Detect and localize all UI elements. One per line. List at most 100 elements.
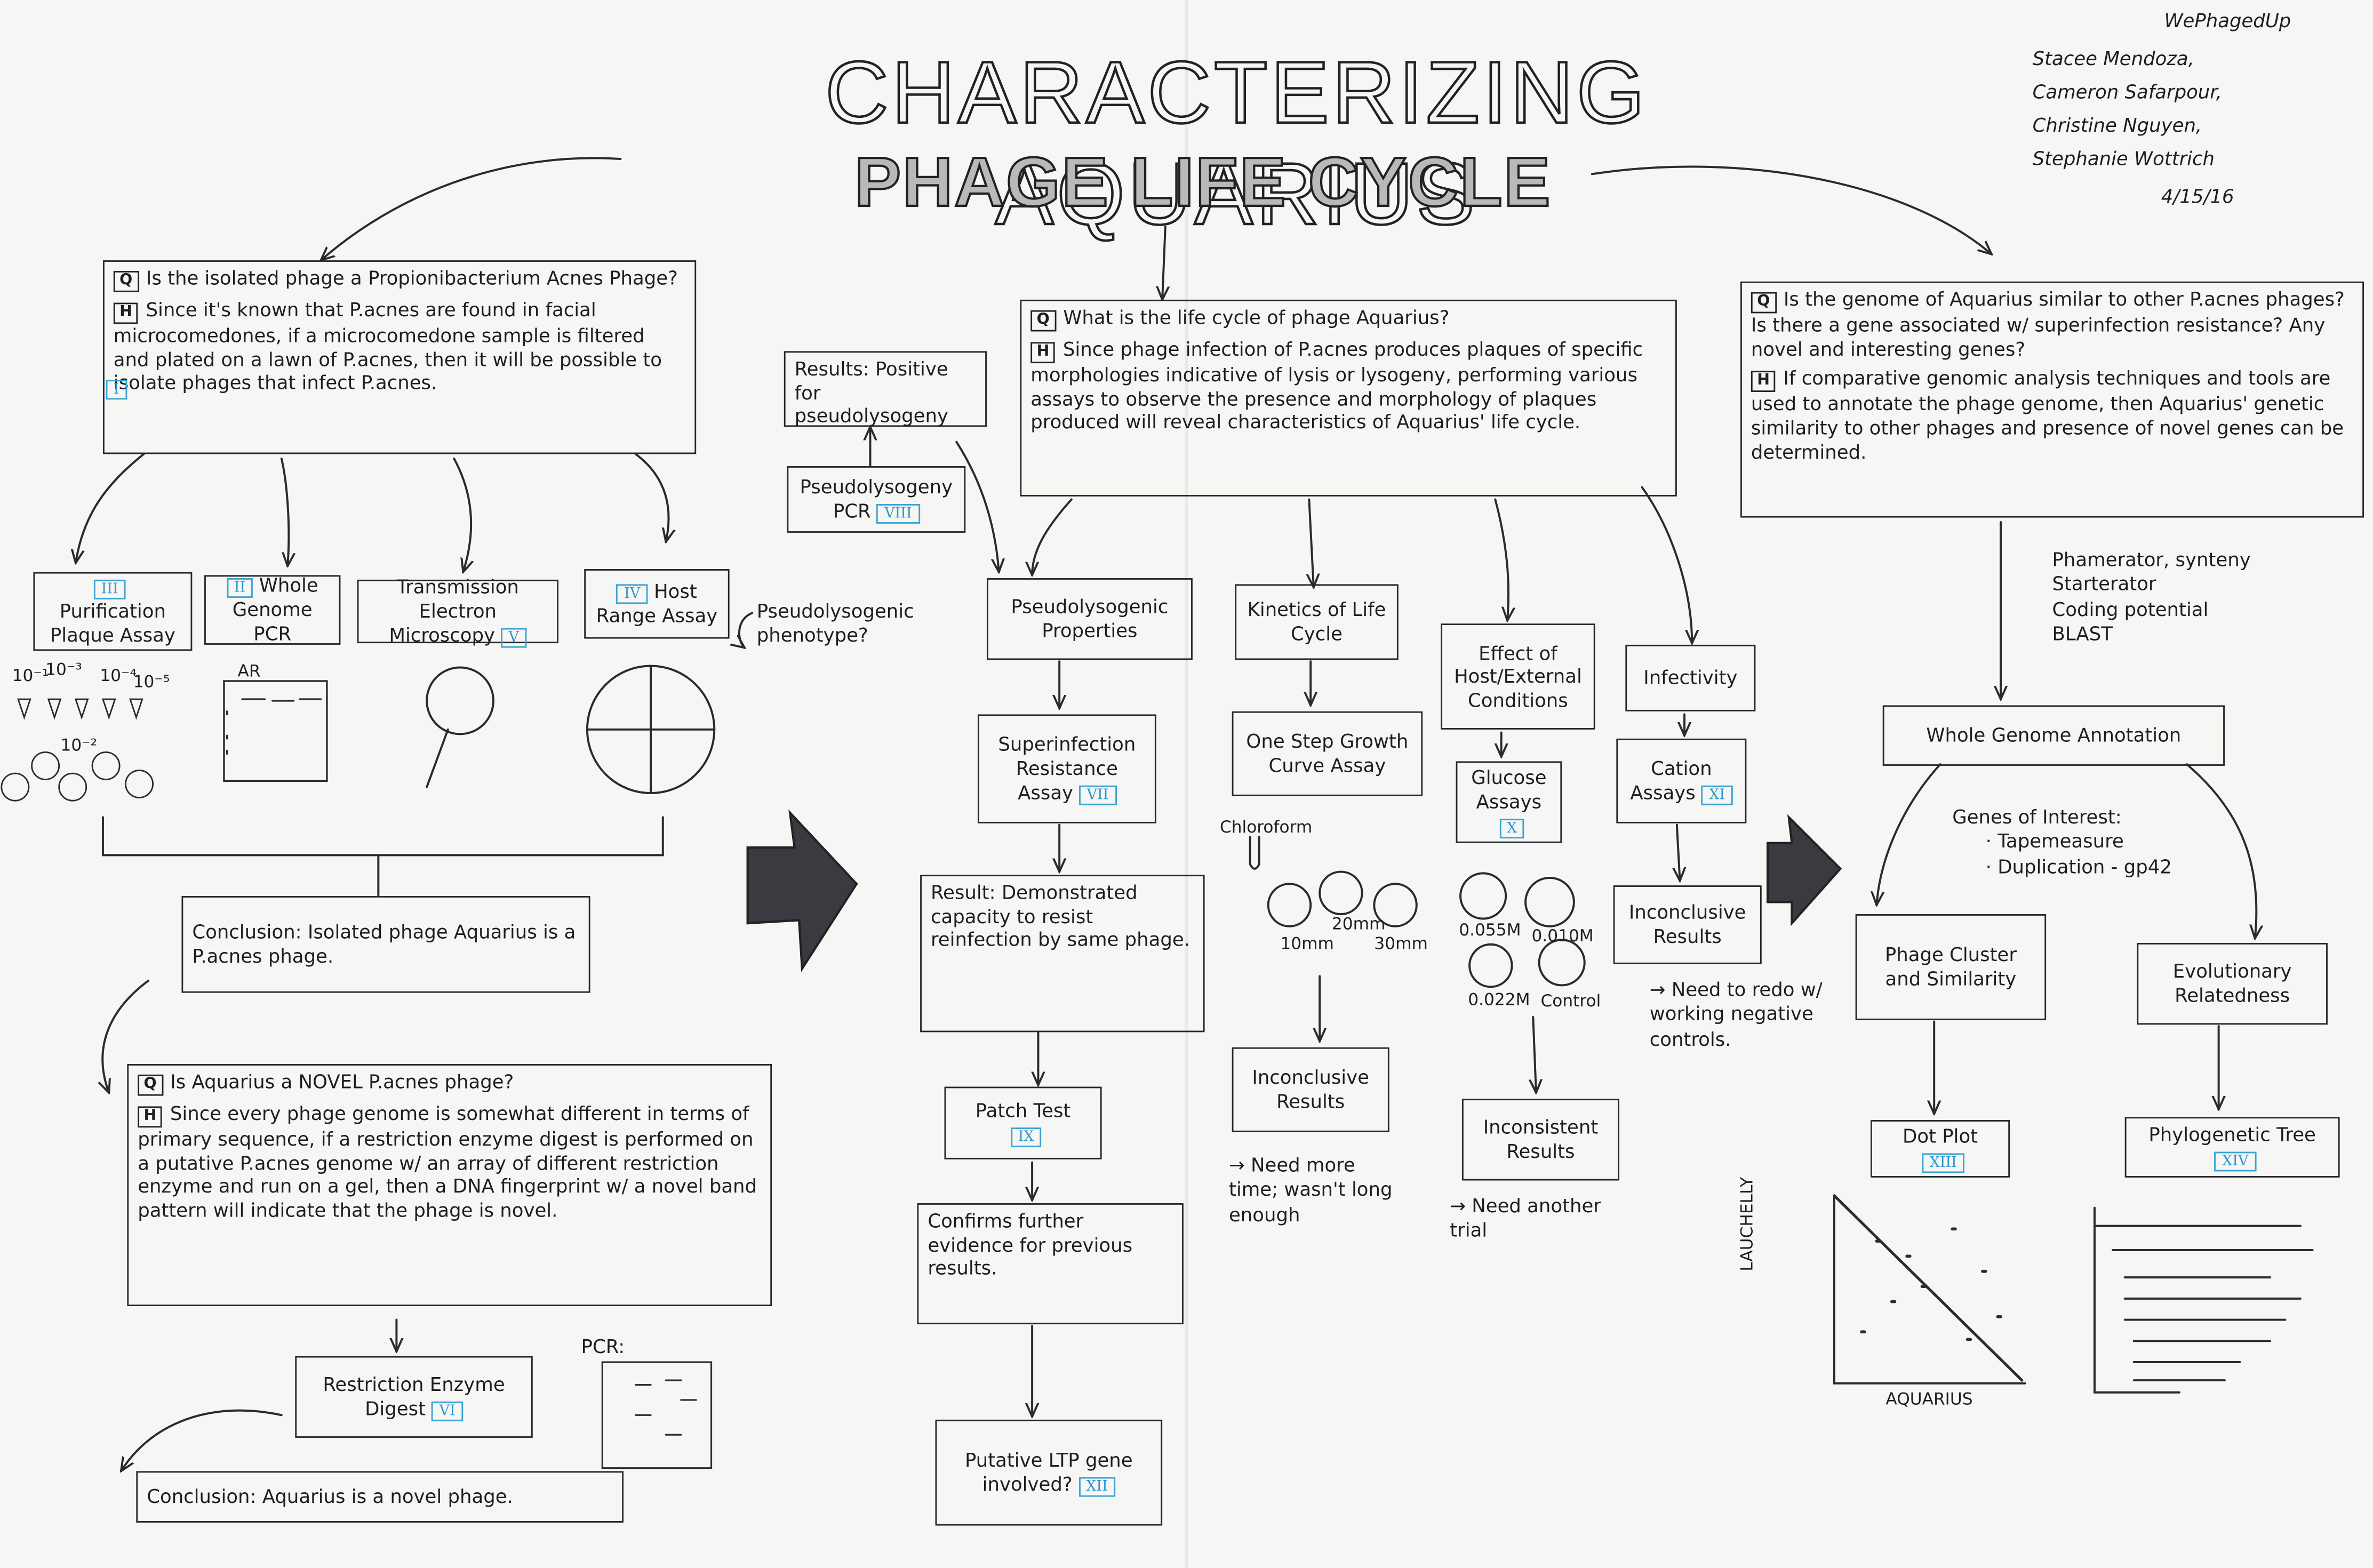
confirms-text: Confirms further evidence for previous r… — [928, 1209, 1133, 1279]
arrow-q3-effect — [1494, 498, 1508, 620]
arrow-q1-pcr — [280, 457, 289, 566]
dot-plot-sketch — [1833, 1194, 2026, 1385]
arrow-q1-purification — [76, 453, 145, 563]
pseudolysogenic-phenotype-note: Pseudolysogenic phenotype? — [756, 599, 914, 647]
big-arrow-left-icon — [746, 809, 858, 972]
arrow-conclusion-q2 — [102, 979, 150, 1093]
title-line2: PHAGE LIFE CYCLE — [853, 141, 1552, 222]
effect-conditions-box: Effect of Host/External Conditions — [1441, 623, 1595, 730]
gel-label: AR — [237, 661, 261, 682]
glucose-label: Glucose Assays — [1471, 766, 1547, 813]
q-marker: Q — [113, 270, 139, 292]
q1-roman-tag: I — [106, 380, 127, 400]
gene-2: · Duplication - gp42 — [1985, 854, 2172, 877]
glucose-conc-2: 0.010M — [1531, 926, 1594, 946]
inconsistent-results-box: Inconsistent Results — [1461, 1099, 1620, 1181]
author-2: Cameron Safarpour, — [2032, 80, 2222, 103]
infectivity-box: Infectivity — [1625, 644, 1756, 711]
result-demonstrated-box: Result: Demonstrated capacity to resist … — [920, 875, 1205, 1033]
poster-fold — [1185, 0, 1188, 1568]
tem-label: Transmission Electron Microscopy — [389, 575, 519, 646]
pcr-roman: II — [226, 579, 253, 598]
q4-hypothesis: If comparative genomic analysis techniqu… — [1751, 366, 2344, 462]
q2-question: Is Aquarius a NOVEL P.acnes phage? — [170, 1070, 514, 1093]
purification-label: Purification Plaque Assay — [50, 599, 175, 646]
dilution-1: 10⁻¹ — [12, 666, 49, 686]
h-marker: H — [1751, 371, 1776, 393]
tool-4: BLAST — [2052, 621, 2113, 645]
pcr-gel-sketch — [601, 1361, 713, 1469]
restriction-roman: VI — [432, 1401, 463, 1421]
bracket-assays — [101, 816, 664, 857]
author-3: Christine Nguyen, — [2032, 113, 2202, 137]
q-marker: Q — [1030, 310, 1056, 332]
glucose-conc-3: 0.022M — [1468, 989, 1530, 1010]
dilution-tubes-sketch — [1, 698, 154, 802]
host-range-label: Host Range Assay — [596, 580, 718, 627]
plaque-sizes-sketch — [1249, 836, 1418, 927]
tool-2: Starterator — [2052, 572, 2156, 595]
h-marker: H — [1030, 342, 1056, 364]
glucose-plates-sketch — [1459, 872, 1586, 988]
dot-plot-roman: XIII — [1922, 1153, 1964, 1173]
author-1: Stacee Mendoza, — [2032, 46, 2194, 70]
glucose-assays-box: Glucose AssaysX — [1456, 761, 1562, 843]
inconclusive-results-2-box: Inconclusive Results — [1613, 885, 1762, 964]
results-positive-text: Results: Positive for pseudolysogeny — [794, 357, 948, 427]
phage-cluster-label: Phage Cluster and Similarity — [1884, 943, 2017, 990]
glucose-conc-1: 0.055M — [1459, 920, 1521, 940]
chloroform-label: Chloroform — [1219, 817, 1313, 837]
h-marker: H — [113, 302, 139, 324]
arrow-annotation-cluster — [1876, 763, 1941, 905]
conclusion1-box: Conclusion: Isolated phage Aquarius is a… — [181, 895, 590, 993]
conclusion2-box: Conclusion: Aquarius is a novel phage. — [136, 1471, 624, 1523]
superinfection-label: Superinfection Resistance Assay — [998, 733, 1136, 803]
tools-list: Phamerator, synteny Starterator Coding p… — [2052, 548, 2251, 646]
dot-plot-y-label: LAUCHELLY — [1737, 1177, 1757, 1271]
dilution-5: 10⁻⁵ — [133, 671, 170, 692]
arrow-annotation-evolution — [2186, 763, 2256, 938]
cation-roman: XI — [1701, 785, 1733, 805]
result-demonstrated-text: Result: Demonstrated capacity to resist … — [931, 881, 1190, 951]
dilution-4: 10⁻⁴ — [100, 666, 137, 686]
whole-genome-annotation-label: Whole Genome Annotation — [1926, 724, 2182, 747]
pseudolysogeny-pcr-roman: VIII — [877, 503, 920, 524]
q4-question: Is the genome of Aquarius similar to oth… — [1751, 287, 2345, 360]
inconsistent-label: Inconsistent Results — [1483, 1116, 1599, 1163]
putative-ltp-box: Putative LTP gene involved?XII — [935, 1419, 1163, 1526]
arrow-results-props — [955, 441, 998, 572]
arrow-q3-kinetics — [1309, 498, 1314, 587]
cation-label: Cation Assays — [1630, 757, 1712, 804]
inconclusive-2-label: Inconclusive Results — [1628, 901, 1746, 948]
putative-ltp-roman: XII — [1078, 1477, 1115, 1497]
restriction-label: Restriction Enzyme Digest — [323, 1373, 505, 1420]
need-another-trial-note: → Need another trial — [1450, 1194, 1601, 1242]
phylogenetic-tree-roman: XIV — [2214, 1151, 2256, 1171]
superinfection-roman: VII — [1079, 785, 1116, 805]
one-step-growth-label: One Step Growth Curve Assay — [1246, 730, 1409, 777]
genes-of-interest: Genes of Interest: · Tapemeasure · Dupli… — [1952, 805, 2172, 879]
purification-assay-box: IIIPurification Plaque Assay — [33, 572, 193, 651]
purification-roman: III — [93, 580, 126, 600]
infectivity-label: Infectivity — [1643, 666, 1738, 689]
inconclusive-1-label: Inconclusive Results — [1252, 1066, 1370, 1113]
plaque-size-3: 30mm — [1374, 933, 1428, 954]
conclusion2-text: Conclusion: Aquarius is a novel phage. — [147, 1485, 513, 1508]
host-range-roman: IV — [617, 584, 648, 604]
one-step-growth-box: One Step Growth Curve Assay — [1232, 711, 1423, 796]
gel-sketch — [223, 680, 328, 782]
kinetics-label: Kinetics of Life Cycle — [1247, 598, 1386, 645]
big-arrow-right-icon — [1766, 814, 1842, 926]
dilution-3: 10⁻³ — [45, 660, 82, 680]
tool-1: Phamerator, synteny — [2052, 548, 2251, 571]
evolutionary-relatedness-box: Evolutionary Relatedness — [2137, 942, 2328, 1025]
tool-3: Coding potential — [2052, 597, 2209, 620]
pseudolysogeny-pcr-label: Pseudolysogeny PCR — [800, 475, 953, 522]
